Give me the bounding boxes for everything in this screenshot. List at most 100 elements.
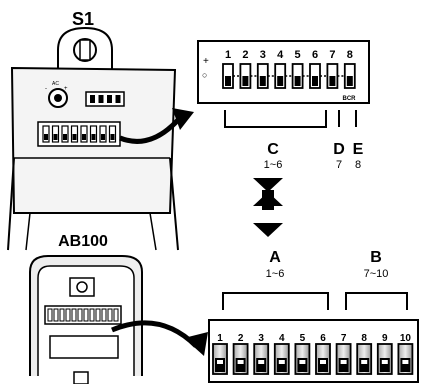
dip8-number-4: 4 <box>277 49 284 61</box>
s1-small-dip <box>85 91 125 107</box>
ab100-terminal-5 <box>71 308 77 322</box>
dip10-lever-10 <box>400 358 411 372</box>
s1-small-dip-lever-4 <box>115 95 121 103</box>
s1-screw-slot <box>79 39 91 61</box>
s1-terminal-block <box>37 121 121 147</box>
s1-terminal-screw-6 <box>91 134 96 140</box>
dip8-number-1: 1 <box>225 49 231 61</box>
ab100-device: AB100 <box>29 233 143 384</box>
dip10-number-2: 2 <box>238 333 244 344</box>
s1-terminal-screw-5 <box>82 134 86 140</box>
group-c: C 1~6 <box>224 110 327 171</box>
group-d: D 7 <box>333 110 345 171</box>
dip8-lever-5 <box>294 76 301 86</box>
group-b-bracket <box>345 292 408 310</box>
dip10-number-10: 10 <box>400 333 412 344</box>
dip8-number-8: 8 <box>347 49 353 61</box>
dip8-lever-6 <box>312 76 318 86</box>
s1-device: S1 - + AC <box>7 9 179 251</box>
ab100-terminal-8 <box>89 308 95 322</box>
dip10-lever-mark-1 <box>217 360 223 364</box>
ab100-terminal-6 <box>77 308 83 322</box>
dip10-lever-mark-10 <box>402 360 409 364</box>
dip10-number-9: 9 <box>382 333 388 344</box>
dip10-number-6: 6 <box>320 333 326 344</box>
dip8-switches <box>222 63 356 89</box>
dip8-number-7: 7 <box>329 49 335 61</box>
dip10-number-7: 7 <box>341 333 347 344</box>
group-c-letter: C <box>267 141 279 158</box>
s1-terminal-screw-8 <box>110 134 115 140</box>
s1-pot-knob <box>54 94 62 102</box>
s1-terminal-screw-2 <box>53 134 58 140</box>
double-arrow <box>253 178 283 237</box>
s1-terminal-screw-3 <box>63 134 67 140</box>
dip10-lever-mark-2 <box>237 360 244 364</box>
dip8-lever-3 <box>259 76 266 86</box>
ab100-terminal-9 <box>95 308 101 322</box>
dip8-number-6: 6 <box>312 49 318 61</box>
s1-small-dip-lever-3 <box>107 95 112 103</box>
group-a-bracket <box>222 292 329 310</box>
s1-terminal-screw-1 <box>44 134 48 140</box>
ab100-terminals <box>47 308 119 322</box>
ab100-terminal-4 <box>65 308 71 322</box>
dip8-lever-7 <box>329 76 336 86</box>
group-c-range: 1~6 <box>264 159 283 171</box>
dip8-lever-8 <box>346 76 353 86</box>
group-b-range: 7~10 <box>364 268 389 280</box>
s1-ac-plus: + <box>64 86 68 92</box>
s1-small-dip-lever-2 <box>98 95 104 103</box>
s1-to-switch-arrow <box>119 108 194 144</box>
dip10-lever-mark-3 <box>258 360 265 364</box>
ab100-lower-panel <box>49 335 119 359</box>
dip8-lever-1 <box>225 76 231 86</box>
dip10-lever-mark-6 <box>320 360 326 364</box>
s1-terminals <box>42 125 117 143</box>
s1-small-dip-lever-1 <box>90 95 95 103</box>
ab100-title: AB100 <box>58 233 108 250</box>
dip8-bcr-label: BCR <box>343 96 357 102</box>
ab100-to-switch-arrow <box>111 320 208 356</box>
dip10-lever-8 <box>359 358 370 372</box>
dip10-lever-mark-8 <box>361 360 368 364</box>
ab100-terminal-10 <box>101 308 107 322</box>
dip10-number-1: 1 <box>217 333 223 344</box>
dip10-lever-7 <box>338 358 349 372</box>
group-b: B 7~10 <box>345 249 408 310</box>
ab100-terminal-2 <box>53 308 59 322</box>
dip8-lever-4 <box>277 76 284 86</box>
group-d-letter: D <box>333 141 345 158</box>
dip10-lever-mark-4 <box>278 360 285 364</box>
dip8-circle-mark: ○ <box>202 70 207 80</box>
dip10-number-8: 8 <box>361 333 367 344</box>
dip10-lever-mark-5 <box>299 360 306 364</box>
ab100-clip-hole <box>76 281 88 293</box>
group-e-range: 8 <box>355 159 361 171</box>
dip8-plus-mark: + <box>203 56 209 67</box>
dip10-number-4: 4 <box>279 333 285 344</box>
ab100-terminal-3 <box>59 308 65 322</box>
ab100-terminal-11 <box>107 308 113 322</box>
dip10-lever-4 <box>276 358 287 372</box>
group-c-bracket <box>224 110 327 128</box>
s1-inner-legs <box>25 212 157 251</box>
group-e-letter: E <box>353 141 364 158</box>
s1-terminal-screw-4 <box>72 134 77 140</box>
dip8-number-3: 3 <box>260 49 266 61</box>
s1-terminal-screw-7 <box>101 134 105 140</box>
group-a-range: 1~6 <box>266 268 285 280</box>
dip10-lever-2 <box>235 358 246 372</box>
ab100-terminal-1 <box>47 308 53 322</box>
dip10-lever-mark-9 <box>381 360 388 364</box>
ab100-terminal-7 <box>83 308 89 322</box>
dip10-lever-9 <box>379 358 390 372</box>
s1-title: S1 <box>72 9 94 29</box>
dip10-switches <box>212 343 414 375</box>
